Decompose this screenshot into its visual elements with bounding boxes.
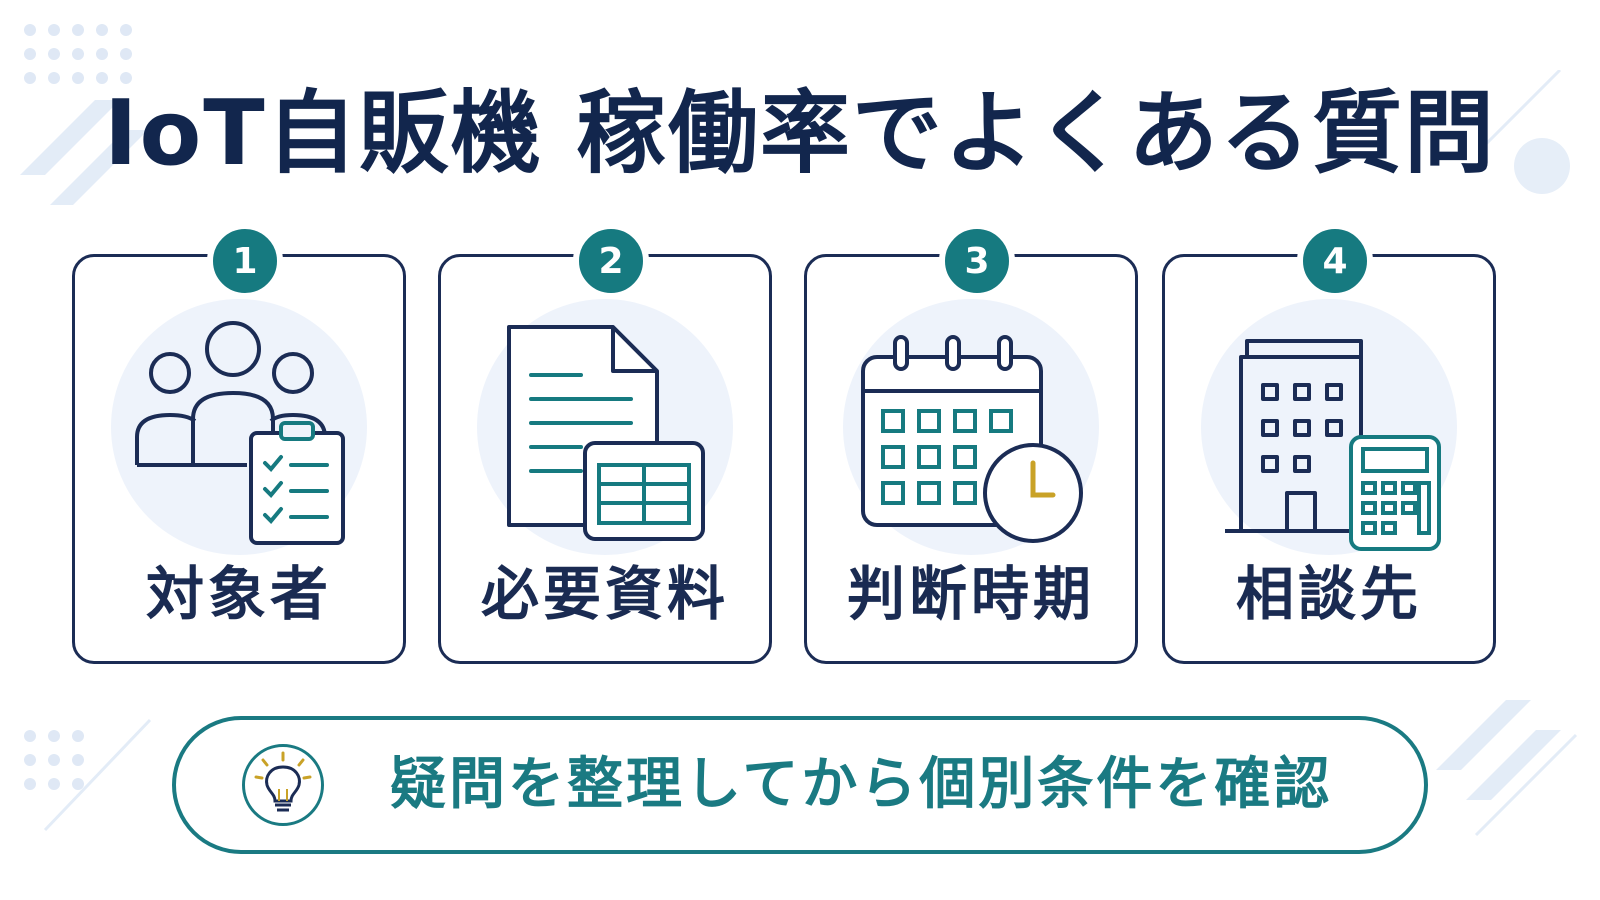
circle-decoration-right bbox=[1478, 70, 1570, 194]
card-label: 必要資料 bbox=[480, 560, 729, 628]
line-decoration-bottom-left bbox=[43, 718, 152, 832]
banner-text: 疑問を整理してから個別条件を確認 bbox=[390, 752, 1333, 817]
lightbulb-icon bbox=[254, 751, 312, 812]
dot-pattern-bottom-left bbox=[24, 730, 84, 790]
step-badge-2: 2 bbox=[573, 223, 649, 299]
summary-banner: 疑問を整理してから個別条件を確認 bbox=[172, 716, 1428, 854]
building-calculator-icon bbox=[1225, 339, 1441, 551]
dot-pattern-top-left bbox=[24, 24, 132, 84]
step-badge-3: 3 bbox=[939, 223, 1015, 299]
card-label: 判断時期 bbox=[846, 560, 1095, 628]
stripe-decoration-left bbox=[20, 100, 148, 205]
stripe-decoration-bottom-right bbox=[1436, 700, 1578, 837]
card-required-documents: 2 必要資料 bbox=[438, 223, 772, 664]
step-badge-4: 4 bbox=[1297, 223, 1373, 299]
people-checklist-icon bbox=[135, 321, 345, 545]
card-target-audience: 1 対象者 bbox=[72, 223, 406, 664]
lightbulb-icon-frame bbox=[242, 744, 324, 826]
card-label: 相談先 bbox=[1235, 560, 1422, 628]
calendar-clock-icon bbox=[861, 335, 1083, 543]
card-consultation: 4 相談先 bbox=[1162, 223, 1496, 664]
step-badge-1: 1 bbox=[207, 223, 283, 299]
card-label: 対象者 bbox=[145, 560, 332, 628]
document-table-icon bbox=[507, 325, 705, 541]
card-decision-timing: 3 判断時期 bbox=[804, 223, 1138, 664]
page-title: IoT自販機 稼働率でよくある質問 bbox=[103, 81, 1497, 186]
